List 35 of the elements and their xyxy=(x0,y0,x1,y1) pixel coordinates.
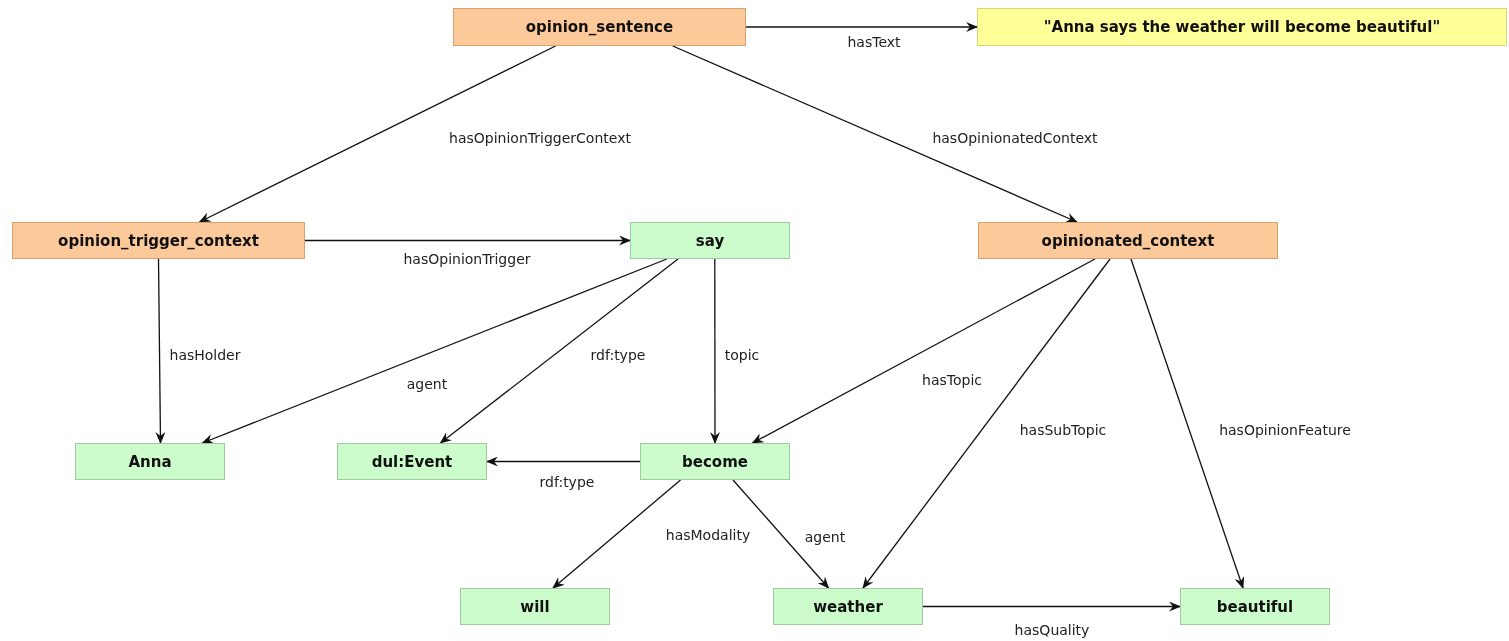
arrow xyxy=(552,479,682,589)
arrow xyxy=(201,258,668,444)
arrow xyxy=(304,235,631,246)
arrow xyxy=(745,22,978,32)
edge-label: hasQuality xyxy=(1012,621,1092,639)
edge-label: hasOpinionTriggerContext xyxy=(447,129,633,147)
arrow xyxy=(155,258,166,444)
arrow xyxy=(198,45,557,223)
node-box: dul:Event xyxy=(337,443,487,480)
edge-label: hasOpinionTrigger xyxy=(401,250,533,268)
node-box: opinionated_context xyxy=(978,222,1278,259)
node-box: become xyxy=(640,443,790,480)
edge-label: hasOpinionFeature xyxy=(1217,421,1353,439)
edge-label: rdf:type xyxy=(537,473,597,491)
arrow xyxy=(751,258,1096,444)
node-box: opinion_trigger_context xyxy=(12,222,305,259)
arrow xyxy=(486,456,641,467)
arrow xyxy=(1130,258,1245,589)
arrow xyxy=(922,601,1181,612)
node-box: "Anna says the weather will become beautiful" xyxy=(977,8,1507,46)
node-box: opinion_sentence xyxy=(453,8,746,46)
edge-label: hasTopic xyxy=(920,371,984,389)
edge-label: rdf:type xyxy=(588,346,648,364)
node-box: will xyxy=(460,588,610,625)
arrow xyxy=(862,258,1111,589)
edge-label: topic xyxy=(722,346,762,364)
arrow xyxy=(710,258,720,444)
node-box: weather xyxy=(773,588,923,625)
node-box: say xyxy=(630,222,790,259)
node-box: beautiful xyxy=(1180,588,1330,625)
arrow xyxy=(732,479,830,589)
arrow xyxy=(672,45,1078,223)
node-box: Anna xyxy=(75,443,225,480)
arrow xyxy=(439,258,679,444)
edge-label: hasOpinionatedContext xyxy=(930,129,1100,147)
